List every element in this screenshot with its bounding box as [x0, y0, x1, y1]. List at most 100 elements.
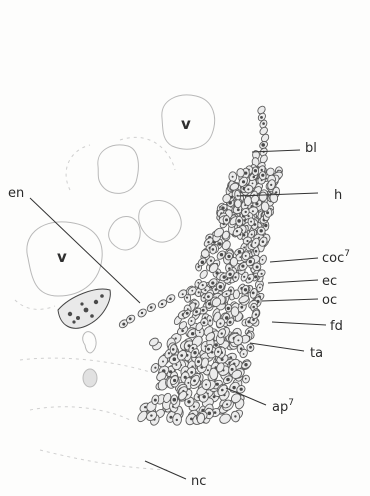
cell-nucleus [223, 275, 226, 278]
cell-nucleus [208, 412, 212, 416]
cell-nucleus [190, 371, 193, 374]
cell-nucleus [270, 184, 272, 186]
cell-nucleus [150, 414, 152, 416]
cell-nucleus [225, 218, 228, 221]
cell-nucleus [255, 313, 257, 315]
cell-nucleus [234, 276, 236, 278]
cell [235, 200, 242, 208]
cell-nucleus [204, 289, 206, 291]
cell-nucleus [219, 322, 221, 324]
cell-nucleus [262, 259, 264, 261]
cell-nucleus [261, 174, 264, 177]
cell-nucleus [173, 398, 177, 402]
label-ec: ec [322, 274, 337, 289]
cell-nucleus [245, 378, 247, 380]
cell-nucleus [228, 273, 231, 276]
cell-nucleus [141, 312, 143, 314]
cell-nucleus [161, 303, 163, 305]
cell-nucleus [186, 312, 189, 315]
cell-nucleus [212, 248, 215, 251]
cell-nucleus [211, 281, 214, 284]
cell-nucleus [216, 383, 219, 386]
cell-nucleus [252, 210, 254, 212]
cell-nucleus [199, 331, 201, 333]
cell-nucleus [245, 211, 247, 213]
cell-nucleus [182, 293, 184, 295]
cell-nucleus [252, 306, 255, 309]
cell-nucleus [264, 224, 267, 227]
cell-nucleus [218, 242, 222, 246]
cell-nucleus [220, 253, 223, 256]
cell-nucleus [175, 337, 177, 339]
cell-nucleus [181, 330, 184, 333]
cell-nucleus [249, 260, 252, 263]
cell-field [118, 105, 284, 427]
cell-nucleus [180, 354, 183, 357]
cell-nucleus [162, 361, 164, 363]
dark-cell-cluster [58, 289, 110, 328]
cell-nucleus [187, 400, 190, 403]
cell-nucleus [250, 221, 252, 223]
cell-nucleus [207, 295, 210, 298]
cell-nucleus [197, 282, 199, 284]
cell-nucleus [262, 240, 265, 243]
cell [237, 168, 245, 177]
cell-nucleus [227, 255, 230, 258]
cell-nucleus [203, 395, 206, 398]
cell-nucleus [215, 343, 218, 346]
cell-nucleus [129, 317, 132, 320]
cell-nucleus [246, 240, 248, 242]
cell-nucleus [214, 411, 217, 414]
cell-nucleus [243, 353, 245, 355]
cell-nucleus [261, 169, 263, 171]
label-h: h [334, 188, 342, 203]
cell-nucleus [193, 379, 196, 382]
cell-nucleus [244, 288, 247, 291]
label-en: en [8, 186, 24, 201]
cell-nucleus [254, 275, 257, 278]
cell-nucleus [226, 293, 228, 295]
cell-nucleus [245, 255, 247, 257]
cell-nucleus [207, 369, 209, 371]
cell-nucleus [255, 250, 258, 253]
cell-nucleus [234, 415, 236, 417]
cell-nucleus [169, 298, 172, 301]
label-fd: fd [330, 319, 343, 334]
cell-nucleus [244, 363, 247, 366]
cell [259, 192, 268, 202]
cell-nucleus [186, 297, 188, 299]
cell-nucleus [221, 332, 223, 334]
cell-nucleus [228, 267, 231, 270]
cell-nucleus [252, 183, 254, 185]
cell-nucleus [243, 247, 245, 249]
cell-nucleus [207, 241, 209, 243]
cell-nucleus [176, 419, 178, 421]
cell-nucleus [232, 176, 234, 178]
cell-nucleus [226, 403, 228, 405]
cell-nucleus [237, 219, 241, 223]
cell-nucleus [259, 287, 261, 289]
cell-nucleus [232, 386, 235, 389]
cell-nucleus [236, 230, 238, 232]
cell-nucleus [251, 234, 253, 236]
cell-nucleus [210, 260, 212, 262]
cell-nucleus [227, 307, 230, 310]
cell-nucleus [248, 215, 250, 217]
label-nc: nc [191, 474, 206, 489]
labels: bl h coc7 ec oc fd ta ap7 nc en v v [8, 115, 350, 489]
label-oc: oc [322, 293, 337, 308]
cell-nucleus [231, 368, 234, 371]
vesicle-outlines [15, 95, 215, 470]
label-bl: bl [305, 141, 317, 156]
cell-nucleus [209, 319, 211, 321]
cell-nucleus [122, 323, 125, 326]
cell-nucleus [193, 406, 195, 408]
cell-nucleus [144, 406, 146, 408]
cell-nucleus [195, 310, 198, 313]
cell-nucleus [252, 292, 255, 295]
cell-nucleus [173, 379, 176, 382]
cell-nucleus [237, 208, 240, 211]
cell-nucleus [237, 339, 239, 341]
